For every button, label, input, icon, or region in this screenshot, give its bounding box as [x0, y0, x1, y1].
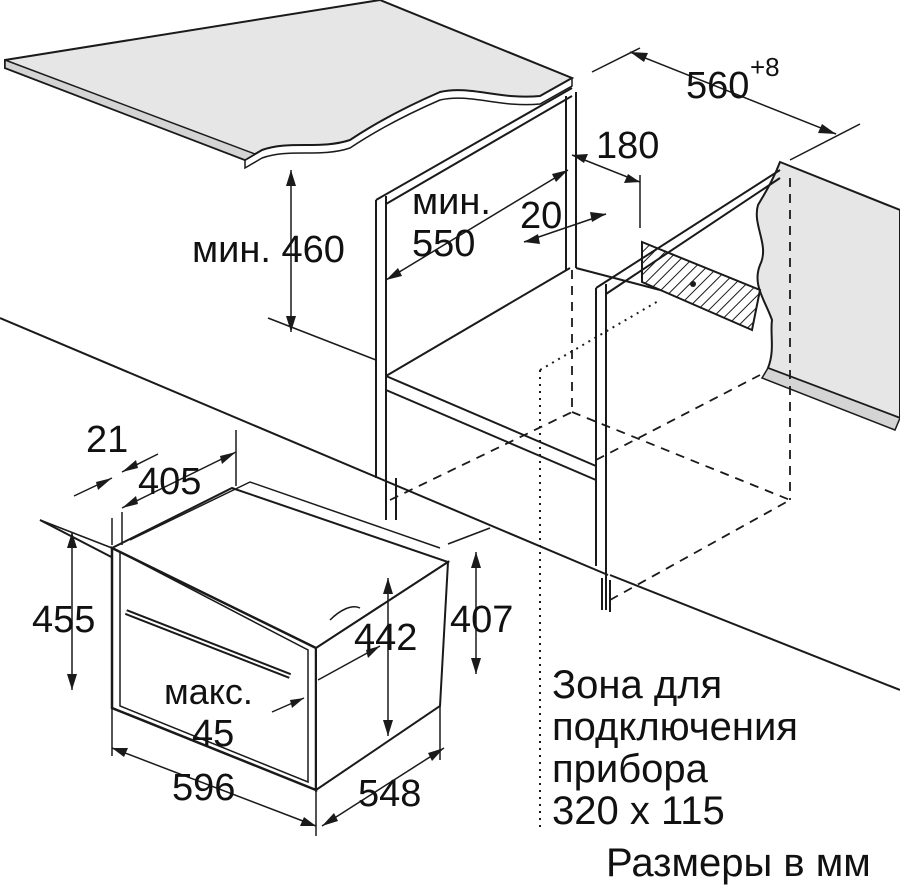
max-word: макс.: [164, 671, 253, 712]
rear-offset-value: 20: [520, 195, 562, 237]
min-depth-value: 550: [412, 223, 475, 265]
niche-width-tolerance: +8: [750, 52, 780, 82]
niche-dashed-outline: [389, 178, 791, 601]
niche-width-value: 560: [686, 65, 749, 107]
max-value: 45: [192, 713, 234, 755]
countertop-left: [4, 0, 575, 170]
connection-zone-line4: 320 x 115: [552, 789, 725, 833]
rear-gap-value: 180: [596, 125, 659, 167]
body-depth-value: 405: [138, 461, 201, 503]
min-depth-word: мин.: [412, 181, 491, 223]
oven-appliance: [109, 481, 451, 792]
connection-zone-line3: прибора: [552, 747, 709, 791]
front-offset-value: 21: [86, 419, 128, 461]
body-height-value: 442: [354, 617, 417, 659]
connection-zone-line2: подключения: [552, 705, 798, 749]
total-width-value: 596: [172, 767, 235, 809]
niche-front-height-value: 407: [450, 599, 513, 641]
countertop-right: [755, 160, 900, 431]
units-note: Размеры в мм: [606, 841, 871, 885]
min-height-label: мин. 460: [192, 229, 345, 271]
connection-socket: [641, 240, 762, 332]
connection-zone-note: Зона для подключения прибора 320 x 115: [552, 663, 798, 833]
body-width-value: 548: [358, 773, 421, 815]
dimension-labels: 560 +8 180 20 мин. 550 мин. 460 21 405 4…: [32, 52, 780, 815]
dimension-lines: [39, 47, 861, 836]
cabinet-frame: [375, 87, 781, 612]
connection-zone-line1: Зона для: [552, 663, 722, 707]
total-height-value: 455: [32, 599, 95, 641]
